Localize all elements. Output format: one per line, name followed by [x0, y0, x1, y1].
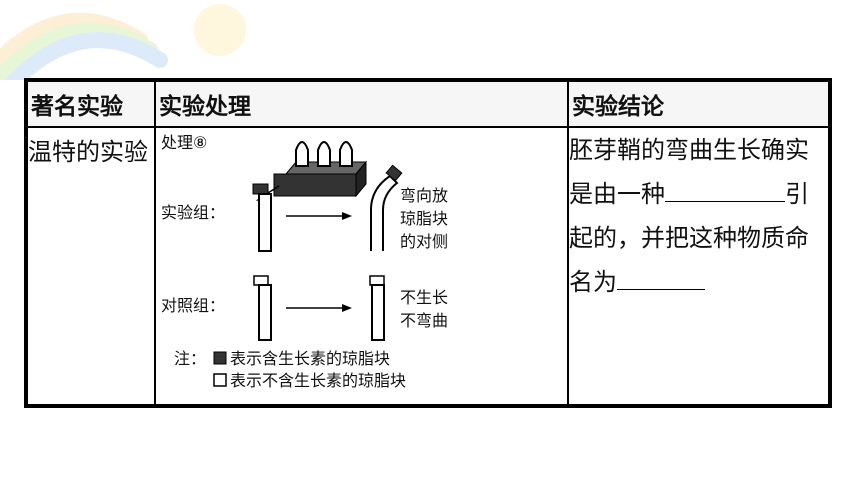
legend-filled-text: 表示含生长素的琼脂块 [230, 349, 390, 368]
small-agar-block-empty-left [253, 275, 269, 286]
conclusion-part-2: 引起的，并把这种物质命名为 [569, 180, 809, 296]
arrow-right-experimental [286, 212, 352, 220]
coleoptile-experimental [258, 193, 272, 252]
agar-block-with-tips [273, 141, 368, 198]
small-agar-block-filled [252, 183, 269, 195]
control-result-line-2: 不弯曲 [400, 311, 448, 330]
blank-answer-1[interactable] [665, 200, 785, 202]
header-experiment: 著名实验 [25, 79, 156, 128]
bent-coleoptile [370, 164, 403, 251]
treatment-diagram: 处理⑧ 实验组： [161, 133, 448, 390]
conclusion-part-1: 胚芽鞘的弯曲生长确实是由一种 [569, 136, 809, 208]
header-conclusion: 实验结论 [567, 79, 831, 128]
experimental-result-line-1: 弯向放 [400, 186, 448, 205]
coleoptile-control-right [371, 284, 385, 341]
experiment-table: 著名实验 实验处理 实验结论 温特的实验 处理⑧ [24, 78, 832, 408]
small-agar-block-empty-right [369, 275, 385, 286]
treatment-cell: 处理⑧ 实验组： [154, 126, 569, 407]
note-prefix: 注： [174, 349, 206, 368]
conclusion-cell: 胚芽鞘的弯曲生长确实是由一种引起的，并把这种物质命名为 [567, 126, 831, 407]
experimental-result-line-3: 的对侧 [400, 232, 448, 251]
experimental-result-line-2: 琼脂块 [400, 209, 448, 228]
control-result-line-1: 不生长 [400, 288, 448, 307]
legend-empty-text: 表示不含生长素的琼脂块 [230, 371, 406, 390]
experiment-name: 温特的实验 [25, 126, 156, 407]
header-row: 著名实验 实验处理 实验结论 [25, 79, 831, 128]
treatment-title: 处理⑧ [161, 133, 207, 152]
blank-answer-2[interactable] [617, 288, 705, 290]
legend-empty-square [213, 373, 227, 387]
arrow-right-control [286, 304, 352, 312]
decorative-rainbow [0, 4, 246, 80]
experimental-label: 实验组： [161, 203, 225, 222]
data-row: 温特的实验 处理⑧ 实验组： [25, 126, 831, 407]
legend-filled-square [213, 351, 227, 365]
header-treatment: 实验处理 [154, 79, 569, 128]
coleoptile-control-left [258, 284, 272, 341]
control-label: 对照组： [161, 296, 225, 315]
